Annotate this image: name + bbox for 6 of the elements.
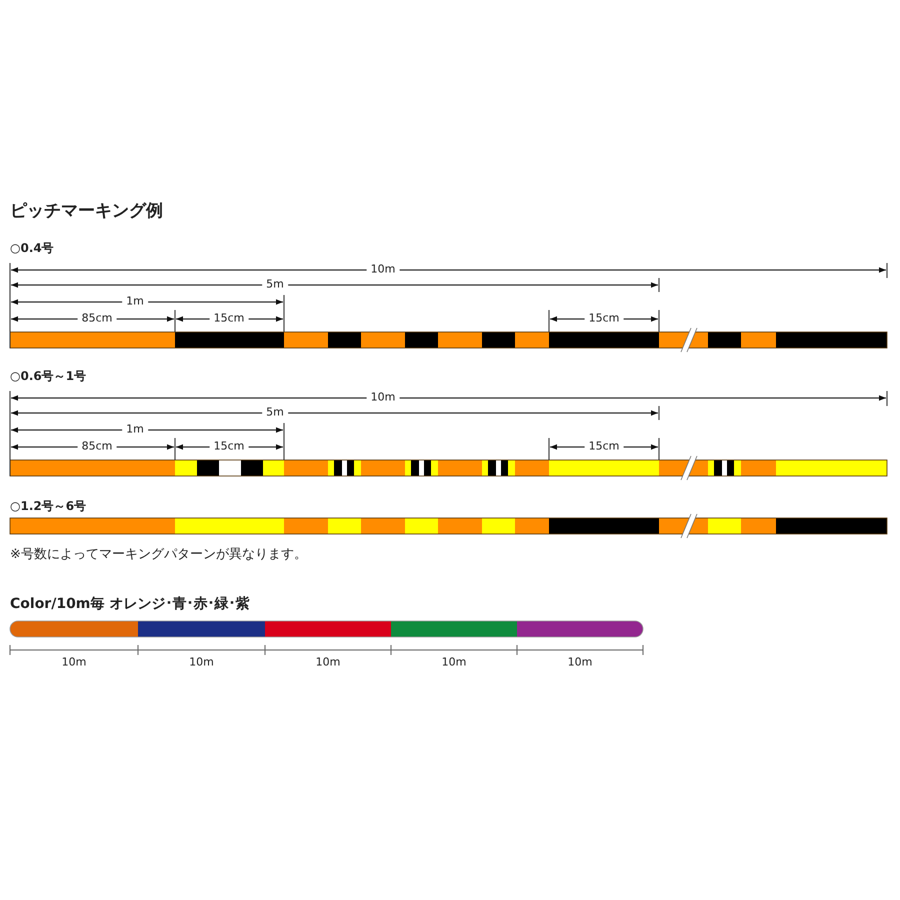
size-label: ○0.6号～1号 (10, 370, 86, 384)
note-text: ※号数によってマーキングパターンが異なります。 (10, 548, 307, 563)
color-heading: Color/10m毎 オレンジ･青･赤･緑･紫 (10, 596, 250, 612)
size-label: ○1.2号～6号 (10, 500, 86, 514)
size-label: ○0.4号 (10, 242, 54, 256)
section-title: ピッチマーキング例 (10, 202, 163, 222)
